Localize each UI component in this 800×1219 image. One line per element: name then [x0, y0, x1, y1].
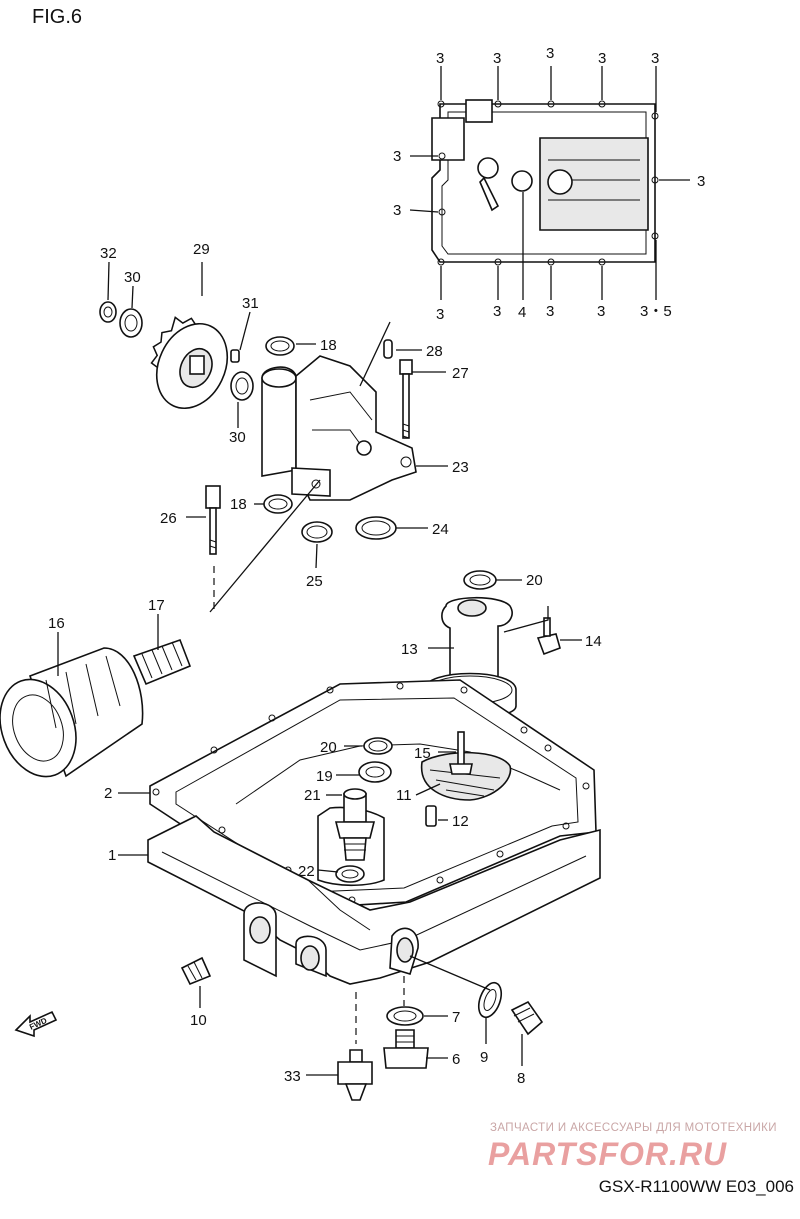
- callout-3: 3: [436, 306, 444, 323]
- watermark-tagline: ЗАПЧАСТИ И АКСЕССУАРЫ ДЛЯ МОТОТЕХНИКИ: [490, 1122, 777, 1134]
- callout-28: 28: [426, 343, 443, 360]
- callout-10: 10: [190, 1012, 207, 1029]
- pin-31: [230, 349, 240, 363]
- o-ring-18-top: [265, 336, 295, 356]
- gasket-9: [477, 981, 503, 1019]
- washer-30-top: [119, 308, 143, 338]
- o-ring-18-bottom: [263, 494, 293, 514]
- callout-9: 9: [480, 1049, 488, 1066]
- figure-title: FIG.6: [32, 6, 83, 28]
- callout-12: 12: [452, 813, 469, 830]
- callout-3: 3: [393, 148, 401, 165]
- callout-17: 17: [148, 597, 165, 614]
- gasket-22: [335, 865, 365, 883]
- bolt-12: [425, 805, 437, 827]
- washer-32: [99, 301, 117, 323]
- drain-plug-6: [383, 1029, 429, 1069]
- callout-31: 31: [242, 295, 259, 312]
- callout-7: 7: [452, 1009, 460, 1026]
- callout-33: 33: [284, 1068, 301, 1085]
- forward-arrow-label: FWD: [28, 1016, 49, 1032]
- sump-cover: [409, 66, 690, 300]
- sensor-33: [337, 1049, 373, 1101]
- callout-3: 3: [436, 50, 444, 67]
- oil-pan: [147, 751, 601, 985]
- callout-30: 30: [229, 429, 246, 446]
- callout-3: 3: [598, 50, 606, 67]
- collar-19: [358, 761, 392, 783]
- callout-3: 3: [546, 45, 554, 62]
- watermark-brand: PARTSFOR.RU: [488, 1136, 728, 1172]
- callout-1: 1: [108, 847, 116, 864]
- callout-18: 18: [320, 337, 337, 354]
- callout-32: 32: [100, 245, 117, 262]
- callout-labels: 3 3 3 3 3 3 3 3 3 3 4 3 3 3・5 32 29 30 3…: [48, 45, 705, 1087]
- figure-code: GSX-R1100WW E03_006: [598, 1177, 794, 1196]
- callout-25: 25: [306, 573, 323, 590]
- o-ring-20-bottom: [363, 737, 393, 755]
- callout-30: 30: [124, 269, 141, 286]
- callout-11: 11: [396, 787, 412, 804]
- oil-filter: [0, 647, 144, 778]
- callout-20: 20: [320, 739, 337, 756]
- callout-3: 3: [393, 202, 401, 219]
- oil-pressure-switch-21: [334, 788, 376, 861]
- callout-18: 18: [230, 496, 247, 513]
- bolt-15: [449, 731, 473, 775]
- callout-21: 21: [304, 787, 321, 804]
- filter-union-bolt-17: [132, 638, 192, 686]
- o-ring-20-top: [463, 570, 497, 590]
- callout-27: 27: [452, 365, 469, 382]
- callout-23: 23: [452, 459, 469, 476]
- callout-2: 2: [104, 785, 112, 802]
- callout-16: 16: [48, 615, 65, 632]
- callout-6: 6: [452, 1051, 460, 1068]
- callout-19: 19: [316, 768, 333, 785]
- bolt-14: [536, 617, 561, 656]
- oil-pump-assembly: [99, 301, 417, 613]
- callout-24: 24: [432, 521, 449, 538]
- callout-3-5: 3・5: [640, 303, 672, 320]
- callout-3: 3: [697, 173, 705, 190]
- bolt-27: [399, 359, 413, 439]
- plug-10: [180, 956, 212, 986]
- cover-bolt-holes: [437, 100, 659, 266]
- callout-3: 3: [493, 50, 501, 67]
- o-ring-24: [355, 516, 397, 540]
- dowel-pin-28: [383, 339, 393, 359]
- washer-30-bottom: [230, 371, 254, 401]
- callout-29: 29: [193, 241, 210, 258]
- callout-4: 4: [518, 304, 526, 321]
- forward-arrow-icon: FWD: [14, 1010, 58, 1038]
- gasket-7: [386, 1006, 424, 1026]
- callout-3: 3: [546, 303, 554, 320]
- oil-pump-body: [261, 355, 417, 501]
- callout-22: 22: [298, 863, 315, 880]
- callout-3: 3: [651, 50, 659, 67]
- callout-3: 3: [493, 303, 501, 320]
- leader-lines: [57, 261, 582, 1076]
- callout-15: 15: [414, 745, 431, 762]
- callout-8: 8: [517, 1070, 525, 1087]
- callout-20: 20: [526, 572, 543, 589]
- pump-drive-gear: [150, 316, 229, 410]
- bolt-26: [205, 485, 221, 555]
- callout-13: 13: [401, 641, 418, 658]
- drain-plug-8: [510, 1000, 544, 1036]
- callout-3: 3: [597, 303, 605, 320]
- callout-14: 14: [585, 633, 602, 650]
- callout-26: 26: [160, 510, 177, 527]
- o-ring-25: [301, 521, 333, 543]
